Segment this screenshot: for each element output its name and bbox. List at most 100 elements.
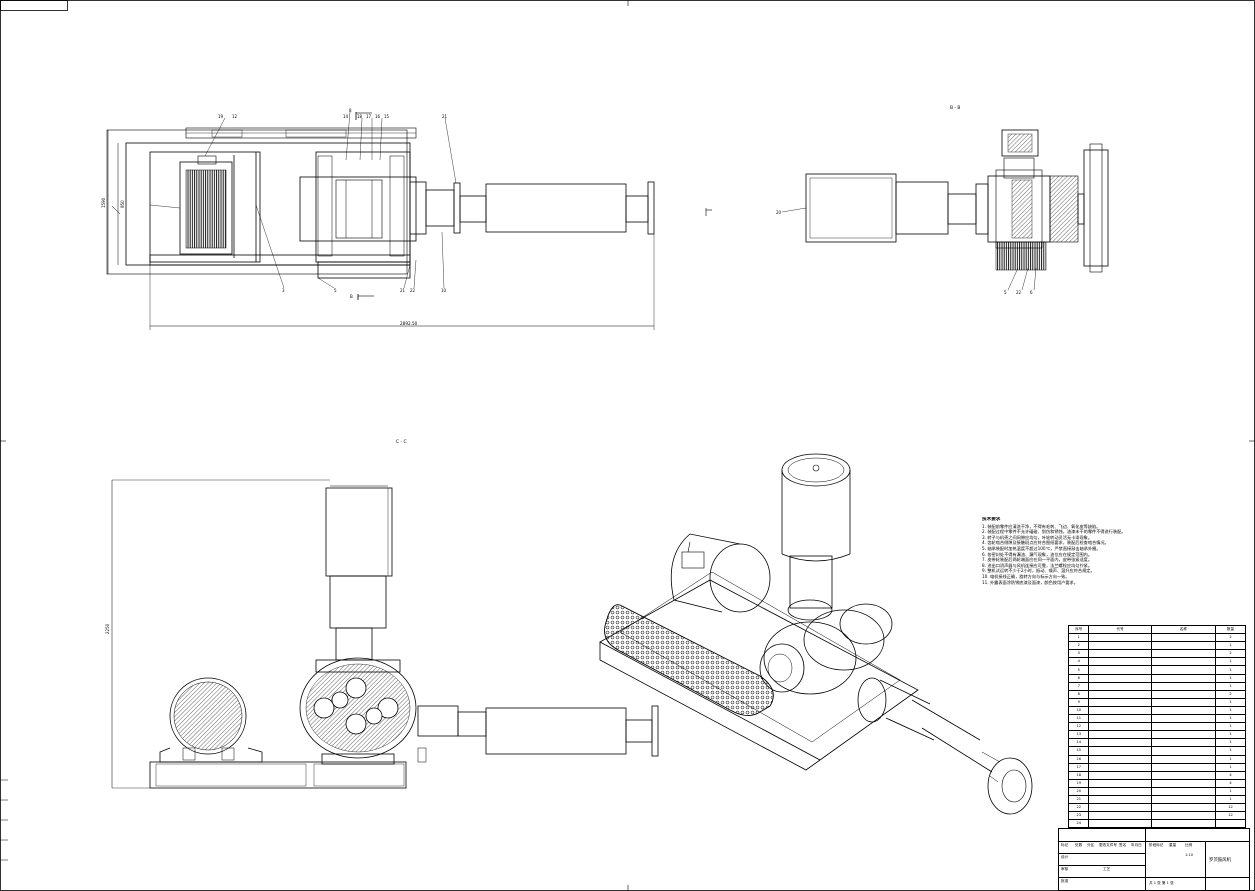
bom-row: 17 1 [1067, 762, 1246, 772]
bom-cell-code [1088, 762, 1152, 772]
balloon-side-2: 5 [1004, 290, 1007, 295]
tb-process: 工艺 [1103, 867, 1111, 871]
bom-cell-name [1150, 665, 1217, 675]
bom-cell-code [1088, 754, 1152, 764]
note-line: 4. 齿轮啮合侧隙及接触斑点应符合图纸要求，装配后检查啮合情况。 [982, 540, 1109, 546]
tb-stage: 阶段标记 [1149, 843, 1164, 847]
tb-design: 设计 [1061, 855, 1069, 859]
bom-cell-code [1088, 641, 1152, 651]
dimension-overall-length: 2892.50 [400, 321, 418, 326]
bom-cell-index: 4 [1067, 657, 1090, 667]
section-c-title: C - C [396, 439, 407, 445]
bom-cell-qty: 1 [1215, 794, 1246, 805]
bom-cell-qty: 1 [1215, 705, 1246, 716]
balloon-top-7: 16 [375, 114, 381, 119]
tb-zone: 分区 [1087, 843, 1095, 847]
bom-cell-index: 22 [1067, 803, 1090, 813]
bom-cell-name [1150, 689, 1217, 699]
bom-cell-name [1150, 811, 1217, 821]
bom-cell-qty: 12 [1215, 803, 1246, 813]
bom-header-code: 代号 [1088, 624, 1152, 635]
bom-cell-index: 15 [1067, 746, 1090, 756]
bom-cell-code [1088, 633, 1152, 643]
bom-cell-name [1150, 754, 1217, 764]
note-line: 7. 皮带轮装配后两轮端面应在同一平面内，皮带张紧适度。 [982, 557, 1093, 563]
balloon-side-1: 20 [776, 210, 782, 215]
top-view [106, 111, 655, 330]
bom-cell-index: 3 [1067, 649, 1090, 659]
bom-row: 10 1 [1067, 705, 1246, 716]
balloon-top-1: 19 [218, 114, 224, 119]
bom-header-qty: 数量 [1215, 624, 1246, 635]
dimension-height-left: 1590 [101, 197, 106, 208]
bom-cell-name [1150, 633, 1217, 643]
balloon-bottom-5: 10 [441, 288, 447, 293]
notes-title: 技术要求 [982, 517, 1001, 522]
tb-count: 处数 [1075, 843, 1083, 847]
balloon-top-9: 21 [442, 114, 448, 119]
bom-cell-code [1088, 714, 1152, 724]
balloon-top-4: 14 [343, 114, 349, 119]
bom-cell-name [1150, 803, 1217, 813]
bom-cell-name [1150, 786, 1217, 796]
bom-cell-qty: 1 [1215, 722, 1246, 732]
note-line: 2. 装配过程中零件不允许磕碰、划伤和锈蚀，油漆未干的零件不得进行装配。 [982, 529, 1126, 535]
bom-cell-name [1150, 770, 1217, 780]
balloon-bottom-4: 22 [410, 288, 416, 293]
balloon-top-8: 15 [384, 114, 390, 119]
bom-cell-index: 14 [1067, 738, 1090, 748]
balloon-top-6: 17 [366, 114, 372, 119]
section-marker-b: B [350, 294, 353, 299]
balloon-top-5: 18 [357, 114, 363, 119]
bom-cell-name [1150, 738, 1217, 748]
dimension-height-inner: 950 [120, 200, 125, 208]
bom-cell-name [1150, 746, 1217, 756]
bom-row: 22 12 [1067, 803, 1246, 813]
tb-doc: 更改文件号 [1099, 843, 1117, 847]
bom-cell-code [1088, 786, 1152, 796]
bom-cell-code [1088, 673, 1152, 683]
bom-cell-name [1150, 697, 1217, 707]
bom-cell-index: 12 [1067, 722, 1090, 732]
bom-cell-name [1150, 649, 1217, 659]
bom-cell-code [1088, 689, 1152, 699]
bom-cell-code [1088, 778, 1152, 788]
bom-cell-qty: 1 [1215, 657, 1246, 667]
bom-cell-name [1150, 714, 1217, 724]
bom-cell-qty: 1 [1215, 762, 1246, 772]
bom-cell-code [1088, 705, 1152, 716]
bom-cell-index: 2 [1067, 641, 1090, 651]
bom-cell-qty: 2 [1215, 649, 1246, 659]
bom-cell-qty: 1 [1215, 746, 1246, 756]
bom-cell-index: 24 [1067, 819, 1090, 829]
bom-cell-qty: 1 [1215, 754, 1246, 764]
bom-header-index: 序号 [1067, 624, 1090, 635]
bom-cell-index: 17 [1067, 762, 1090, 772]
bom-cell-index: 23 [1067, 811, 1090, 821]
bom-cell-qty: 1 [1215, 665, 1246, 675]
bom-cell-index: 9 [1067, 697, 1090, 707]
balloon-side-3: 22 [1016, 290, 1022, 295]
bom-cell-code [1088, 819, 1152, 829]
bom-cell-index: 20 [1067, 786, 1090, 796]
bom-row: 15 1 [1067, 746, 1246, 756]
balloon-bottom-3: 21 [400, 288, 406, 293]
bom-cell-qty: 1 [1215, 730, 1246, 740]
dimension-height-front: 2250 [105, 623, 110, 634]
bom-cell-name [1150, 705, 1217, 716]
tb-mark: 标记 [1061, 843, 1069, 847]
bom-header-name: 名称 [1150, 624, 1217, 635]
bom-cell-qty: 1 [1215, 738, 1246, 748]
bom-cell-index: 10 [1067, 705, 1090, 716]
bom-cell-name [1150, 641, 1217, 651]
tb-check: 审核 [1061, 867, 1069, 871]
